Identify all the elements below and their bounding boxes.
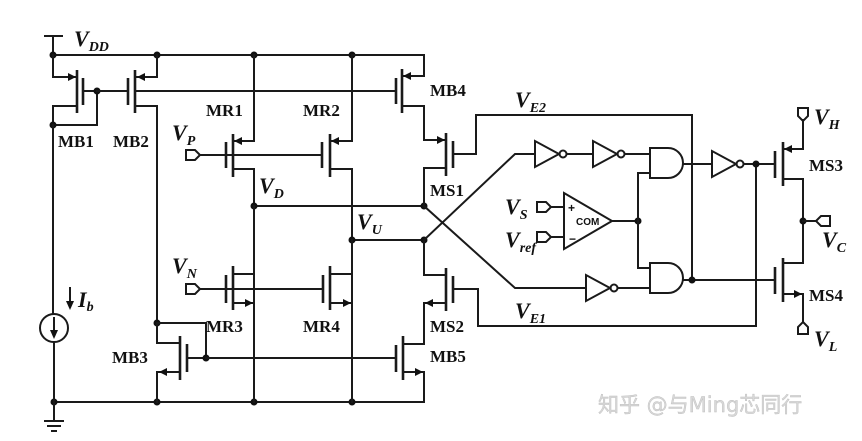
comparator: + − COM — [563, 172, 651, 269]
vu-to-inverter-wire — [422, 153, 536, 242]
vdd-label: VDD — [74, 26, 109, 55]
vh-label: VH — [814, 104, 841, 133]
mr2-label: MR2 — [303, 101, 340, 120]
vd-label: VD — [259, 173, 284, 202]
vp-label: VP — [172, 120, 196, 149]
svg-text:−: − — [569, 232, 576, 246]
vn-port[interactable] — [185, 283, 227, 295]
ve2-label: VE2 — [515, 87, 546, 116]
vs-label: VS — [505, 194, 528, 223]
vc-label: VC — [822, 227, 847, 256]
vu-label: VU — [357, 209, 383, 238]
inverter-3 — [585, 273, 651, 303]
watermark: 知乎 @与Ming芯同行 — [598, 393, 802, 417]
inverter-2 — [592, 139, 651, 169]
current-source-ib — [39, 313, 69, 343]
transistor-mb3 — [153, 319, 210, 403]
inverter-out — [711, 149, 776, 179]
ib-arrow-icon — [66, 287, 74, 310]
mr4-label: MR4 — [303, 317, 340, 336]
ms1-label: MS1 — [430, 181, 464, 200]
svg-text:COM: COM — [576, 217, 599, 228]
transistor-mb5 — [394, 336, 425, 403]
inverter-1 — [534, 139, 594, 169]
transistor-ms4 — [773, 258, 804, 323]
vn-label: VN — [172, 253, 198, 282]
transistor-ms2 — [402, 163, 757, 345]
transistor-ms3 — [773, 119, 804, 264]
vl-port[interactable] — [797, 320, 809, 335]
mb3-label: MB3 — [112, 348, 148, 367]
ib-label: Ib — [77, 287, 94, 315]
ve1-label: VE1 — [515, 298, 546, 327]
transistor-mr3 — [224, 205, 255, 310]
ms3-label: MS3 — [809, 156, 843, 175]
transistor-mb4 — [351, 54, 445, 141]
vref-port[interactable] — [536, 231, 565, 243]
mr3-label: MR3 — [206, 317, 243, 336]
ms4-label: MS4 — [809, 286, 844, 305]
transistor-mb2 — [96, 54, 158, 324]
ground-symbol — [44, 401, 64, 432]
transistor-mb1 — [49, 54, 101, 129]
mb1-label: MB1 — [58, 132, 94, 151]
vs-port[interactable] — [536, 201, 565, 213]
vl-label: VL — [814, 326, 837, 355]
and-gate-1 — [637, 147, 713, 179]
svg-text:+: + — [568, 201, 575, 215]
vd-to-inverter-wire — [422, 204, 587, 289]
transistor-ms1 — [423, 114, 693, 281]
vh-port[interactable] — [797, 107, 809, 123]
transistor-mr2 — [320, 54, 353, 403]
transistor-mr4 — [321, 239, 353, 310]
mr1-label: MR1 — [206, 101, 243, 120]
vref-label: Vref — [505, 227, 537, 256]
mb5-label: MB5 — [430, 347, 466, 366]
mb2-label: MB2 — [113, 132, 149, 151]
vp-port[interactable] — [185, 149, 227, 161]
and-gate-2 — [649, 262, 776, 294]
vc-port[interactable] — [802, 215, 831, 227]
ms2-label: MS2 — [430, 317, 464, 336]
mb4-label: MB4 — [430, 81, 466, 100]
